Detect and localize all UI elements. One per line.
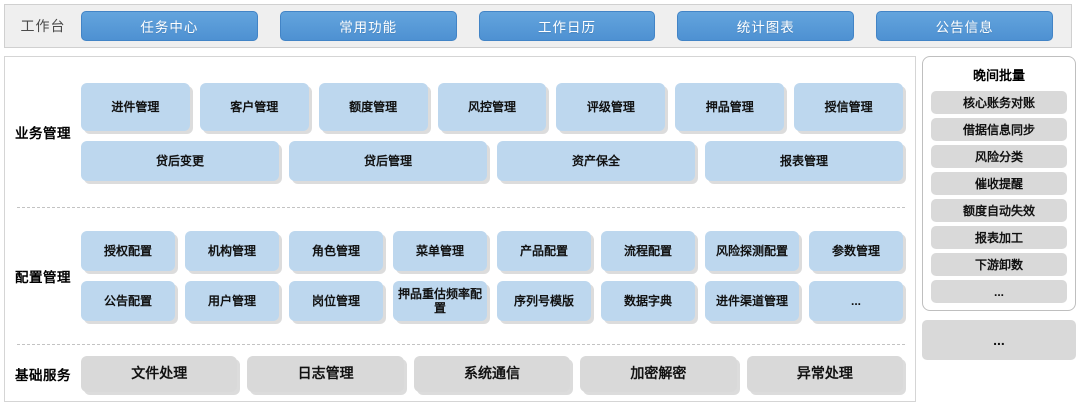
- batch-item-more[interactable]: ...: [931, 280, 1067, 303]
- basic-row-1: 文件处理 日志管理 系统通信 加密解密 异常处理: [81, 355, 904, 392]
- tile-risk-control-management[interactable]: 风控管理: [437, 83, 547, 131]
- tile-data-dictionary[interactable]: 数据字典: [601, 281, 695, 321]
- section-label-business-management: 业务管理: [15, 126, 71, 141]
- tile-file-processing[interactable]: 文件处理: [81, 355, 238, 392]
- tile-collateral-management[interactable]: 押品管理: [675, 83, 785, 131]
- config-row-2: 公告配置 用户管理 岗位管理 押品重估频率配置 序列号模版 数据字典 进件渠道管…: [81, 281, 903, 321]
- config-row-1: 授权配置 机构管理 角色管理 菜单管理 产品配置 流程配置 风险探测配置 参数管…: [81, 231, 903, 271]
- section-business-management: 业务管理 进件管理 客户管理 额度管理 风控管理 评级管理 押品管理 授信管理 …: [5, 57, 915, 207]
- header-button-statistics-chart[interactable]: 统计图表: [677, 11, 855, 41]
- tile-application-channel-management[interactable]: 进件渠道管理: [705, 281, 799, 321]
- batch-item-risk-classification[interactable]: 风险分类: [931, 145, 1067, 168]
- tile-serial-number-template[interactable]: 序列号模版: [497, 281, 591, 321]
- header-button-common-functions[interactable]: 常用功能: [279, 11, 457, 41]
- tile-menu-management[interactable]: 菜单管理: [393, 231, 487, 271]
- header-button-task-center[interactable]: 任务中心: [81, 11, 258, 41]
- tile-parameter-management[interactable]: 参数管理: [809, 231, 903, 271]
- business-row-1: 进件管理 客户管理 额度管理 风控管理 评级管理 押品管理 授信管理: [81, 83, 904, 131]
- tile-user-management[interactable]: 用户管理: [185, 281, 279, 321]
- section-divider-2: [17, 344, 905, 345]
- header-button-work-calendar[interactable]: 工作日历: [478, 11, 656, 41]
- tile-encryption-decryption[interactable]: 加密解密: [580, 355, 737, 392]
- nightly-batch-card: 晚间批量 核心账务对账 借据信息同步 风险分类 催收提醒 额度自动失效 报表加工…: [922, 56, 1076, 311]
- tile-system-communication[interactable]: 系统通信: [413, 355, 571, 392]
- tile-log-management[interactable]: 日志管理: [247, 355, 404, 392]
- configuration-management-rows: 授权配置 机构管理 角色管理 菜单管理 产品配置 流程配置 风险探测配置 参数管…: [81, 208, 915, 344]
- section-label-basic-services: 基础服务: [15, 367, 71, 383]
- business-row-2: 贷后变更 贷后管理 资产保全 报表管理: [81, 141, 903, 181]
- batch-item-report-processing[interactable]: 报表加工: [931, 226, 1067, 249]
- side-panel-more-button[interactable]: ...: [922, 320, 1076, 360]
- tile-rating-management[interactable]: 评级管理: [556, 83, 666, 131]
- tile-authorization-config[interactable]: 授权配置: [81, 231, 175, 271]
- batch-item-loan-receipt-info-sync[interactable]: 借据信息同步: [931, 118, 1067, 141]
- batch-item-downstream-data-unload[interactable]: 下游卸数: [931, 253, 1067, 276]
- top-navigation-bar: 工作台 任务中心 常用功能 工作日历 统计图表 公告信息: [4, 4, 1072, 48]
- workbench-label: 工作台: [20, 18, 66, 34]
- section-configuration-management: 配置管理 授权配置 机构管理 角色管理 菜单管理 产品配置 流程配置 风险探测配…: [5, 208, 915, 344]
- tile-process-config[interactable]: 流程配置: [601, 231, 695, 271]
- tile-announcement-config[interactable]: 公告配置: [81, 281, 175, 321]
- header-button-group: 任务中心 常用功能 工作日历 统计图表 公告信息: [81, 5, 1071, 47]
- section-label-configuration-management: 配置管理: [15, 270, 71, 285]
- tile-exception-handling[interactable]: 异常处理: [746, 355, 904, 392]
- tile-customer-management[interactable]: 客户管理: [199, 83, 309, 131]
- tile-product-config[interactable]: 产品配置: [497, 231, 591, 271]
- tile-credit-limit-management[interactable]: 额度管理: [318, 83, 428, 131]
- tile-organization-management[interactable]: 机构管理: [185, 231, 279, 271]
- batch-item-collection-reminder[interactable]: 催收提醒: [931, 172, 1067, 195]
- header-button-announcements[interactable]: 公告信息: [876, 11, 1053, 41]
- side-panel: 晚间批量 核心账务对账 借据信息同步 风险分类 催收提醒 额度自动失效 报表加工…: [922, 56, 1076, 402]
- tile-position-management[interactable]: 岗位管理: [289, 281, 383, 321]
- section-basic-services: 基础服务 文件处理 日志管理 系统通信 加密解密 异常处理: [5, 345, 915, 402]
- tile-post-loan-change[interactable]: 贷后变更: [81, 141, 279, 181]
- tile-risk-detection-config[interactable]: 风险探测配置: [705, 231, 799, 271]
- tile-asset-preservation[interactable]: 资产保全: [497, 141, 695, 181]
- business-management-rows: 进件管理 客户管理 额度管理 风控管理 评级管理 押品管理 授信管理 贷后变更 …: [81, 57, 915, 207]
- tile-collateral-revaluation-frequency-config[interactable]: 押品重估频率配置: [393, 281, 487, 321]
- module-map-panel: 业务管理 进件管理 客户管理 额度管理 风控管理 评级管理 押品管理 授信管理 …: [4, 56, 916, 402]
- tile-config-more[interactable]: ...: [809, 281, 903, 321]
- batch-item-core-accounting-reconciliation[interactable]: 核心账务对账: [931, 91, 1067, 114]
- tile-application-management[interactable]: 进件管理: [81, 83, 190, 131]
- nightly-batch-title: 晚间批量: [972, 68, 1025, 83]
- tile-credit-granting-management[interactable]: 授信管理: [794, 83, 904, 131]
- section-divider-1: [17, 207, 905, 208]
- tile-role-management[interactable]: 角色管理: [289, 231, 383, 271]
- tile-post-loan-management[interactable]: 贷后管理: [289, 141, 487, 181]
- batch-item-auto-limit-expiry[interactable]: 额度自动失效: [931, 199, 1067, 222]
- tile-report-management[interactable]: 报表管理: [705, 141, 903, 181]
- basic-services-rows: 文件处理 日志管理 系统通信 加密解密 异常处理: [81, 345, 915, 402]
